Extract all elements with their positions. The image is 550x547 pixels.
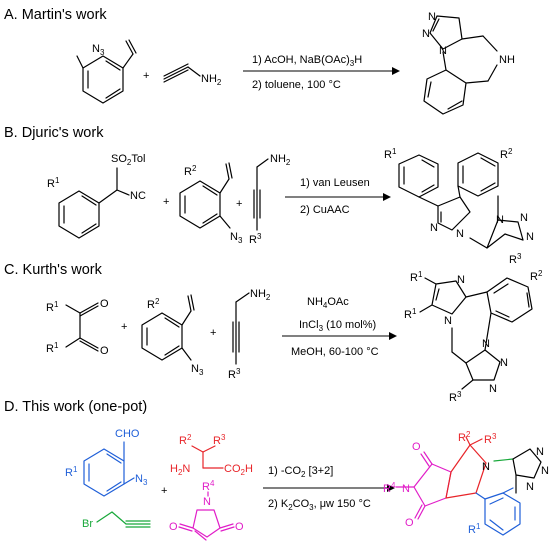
svg-text:O: O [235, 521, 244, 533]
svg-text:N: N [482, 338, 490, 350]
svg-text:InCl3 (10 mol%): InCl3 (10 mol%) [299, 319, 376, 333]
djuric-propargylamine: NH2 R3 [249, 153, 291, 246]
kurth-conditions-3: MeOH, 60-100 °C [291, 346, 379, 358]
svg-text:CO2H: CO2H [224, 463, 253, 477]
svg-text:N: N [428, 11, 436, 23]
svg-text:R1: R1 [404, 307, 417, 321]
svg-text:R1: R1 [410, 270, 423, 284]
martin-product-triazolobenzodiazepine: N N N NH [422, 11, 515, 115]
martin-propargylamine: NH2 [163, 63, 222, 87]
heading-martin: A. Martin's work [4, 7, 107, 23]
svg-text:O: O [412, 441, 421, 453]
svg-text:O: O [100, 345, 109, 357]
svg-text:R1: R1 [46, 341, 59, 355]
svg-text:NH4OAc: NH4OAc [307, 296, 349, 310]
svg-text:+: + [163, 196, 169, 208]
svg-text:R3: R3 [213, 433, 226, 447]
djuric-conditions-1: 1) van Leusen [300, 177, 370, 189]
svg-text:R3: R3 [484, 432, 497, 446]
svg-text:+: + [236, 198, 242, 210]
svg-text:R2: R2 [184, 164, 197, 178]
svg-text:N: N [203, 496, 211, 508]
svg-text:R3: R3 [249, 232, 262, 246]
svg-text:R4: R4 [383, 481, 396, 495]
svg-text:N: N [439, 45, 447, 57]
svg-text:NH2: NH2 [201, 73, 222, 87]
svg-text:N: N [457, 274, 465, 286]
svg-text:+: + [143, 70, 149, 82]
svg-text:NC: NC [130, 190, 146, 202]
svg-text:SO2Tol: SO2Tol [111, 153, 145, 167]
djuric-tosmic: SO2Tol NC R1 [47, 153, 146, 239]
svg-text:R3: R3 [228, 367, 241, 381]
djuric-conditions-2: 2) CuAAC [300, 204, 350, 216]
svg-text:2) K2CO3, μw 150 °C: 2) K2CO3, μw 150 °C [268, 498, 371, 512]
djuric-aryl-azide-aldehyde: N3 R2 [179, 162, 243, 245]
svg-text:R4: R4 [202, 479, 215, 493]
djuric-product: R1 N N R2 N N N R3 [384, 147, 534, 266]
svg-text:O: O [405, 517, 414, 529]
svg-text:R2: R2 [147, 297, 160, 311]
svg-text:R2: R2 [530, 269, 543, 283]
heading-djuric: B. Djuric's work [4, 125, 104, 141]
heading-kurth: C. Kurth's work [4, 262, 103, 278]
martin-conditions-2: 2) toluene, 100 °C [252, 79, 341, 91]
svg-text:N3: N3 [230, 231, 243, 245]
svg-text:N: N [500, 357, 508, 369]
this-work-propargyl-bromide-green: Br [82, 511, 151, 530]
svg-text:1) -CO2 [3+2]: 1) -CO2 [3+2] [268, 465, 333, 479]
svg-text:R1: R1 [468, 522, 481, 536]
svg-text:N: N [444, 315, 452, 327]
svg-text:O: O [100, 298, 109, 310]
svg-text:N: N [526, 481, 534, 493]
kurth-diketone: O O R1 R1 [46, 298, 109, 357]
svg-text:N: N [536, 446, 544, 458]
svg-text:+: + [210, 327, 216, 339]
kurth-product: N N R1 R1 R2 N N N R3 [404, 269, 543, 404]
this-work-maleimide-magenta: R4 N O O [169, 479, 244, 541]
svg-text:R1: R1 [47, 176, 60, 190]
svg-text:R3: R3 [509, 252, 522, 266]
this-work-amino-acid-red: R2 R3 H2N CO2H [170, 433, 253, 477]
martin-aryl-azide-aldehyde: N3 [76, 39, 137, 104]
svg-text:N3: N3 [135, 473, 148, 487]
svg-text:N: N [422, 28, 430, 40]
svg-text:R3: R3 [449, 390, 462, 404]
heading-this-work: D. This work (one-pot) [4, 399, 147, 415]
svg-text:H2N: H2N [170, 463, 190, 477]
svg-text:N: N [496, 214, 504, 226]
svg-text:N3: N3 [92, 43, 105, 57]
svg-text:N: N [402, 483, 410, 495]
svg-text:N: N [520, 212, 528, 224]
svg-text:N: N [430, 222, 438, 234]
svg-text:N: N [456, 228, 464, 240]
svg-text:NH2: NH2 [270, 153, 291, 167]
svg-text:NH2: NH2 [250, 288, 271, 302]
svg-text:Br: Br [82, 518, 93, 530]
this-work-product: R4 N O O R2 R3 N N N N R1 [383, 430, 549, 536]
svg-text:N: N [526, 231, 534, 243]
svg-text:+: + [121, 321, 127, 333]
svg-text:1) AcOH, NaB(OAc)3H: 1) AcOH, NaB(OAc)3H [252, 54, 362, 68]
svg-text:+: + [161, 485, 167, 497]
svg-text:CHO: CHO [115, 428, 140, 440]
svg-text:O: O [169, 521, 178, 533]
svg-text:N: N [489, 383, 497, 395]
svg-text:N: N [482, 461, 490, 473]
svg-text:N: N [541, 465, 549, 477]
svg-text:R1: R1 [384, 147, 397, 161]
svg-text:R2: R2 [500, 147, 513, 161]
svg-text:N3: N3 [191, 363, 204, 377]
svg-text:NH: NH [499, 54, 515, 66]
svg-text:R2: R2 [179, 433, 192, 447]
kurth-propargylamine: NH2 R3 [228, 288, 271, 381]
kurth-aryl-azide-aldehyde: N3 R2 [141, 294, 204, 377]
svg-text:R1: R1 [65, 465, 78, 479]
this-work-aryl-aldehyde-blue: CHO N3 R1 [65, 428, 148, 497]
svg-text:R1: R1 [46, 300, 59, 314]
